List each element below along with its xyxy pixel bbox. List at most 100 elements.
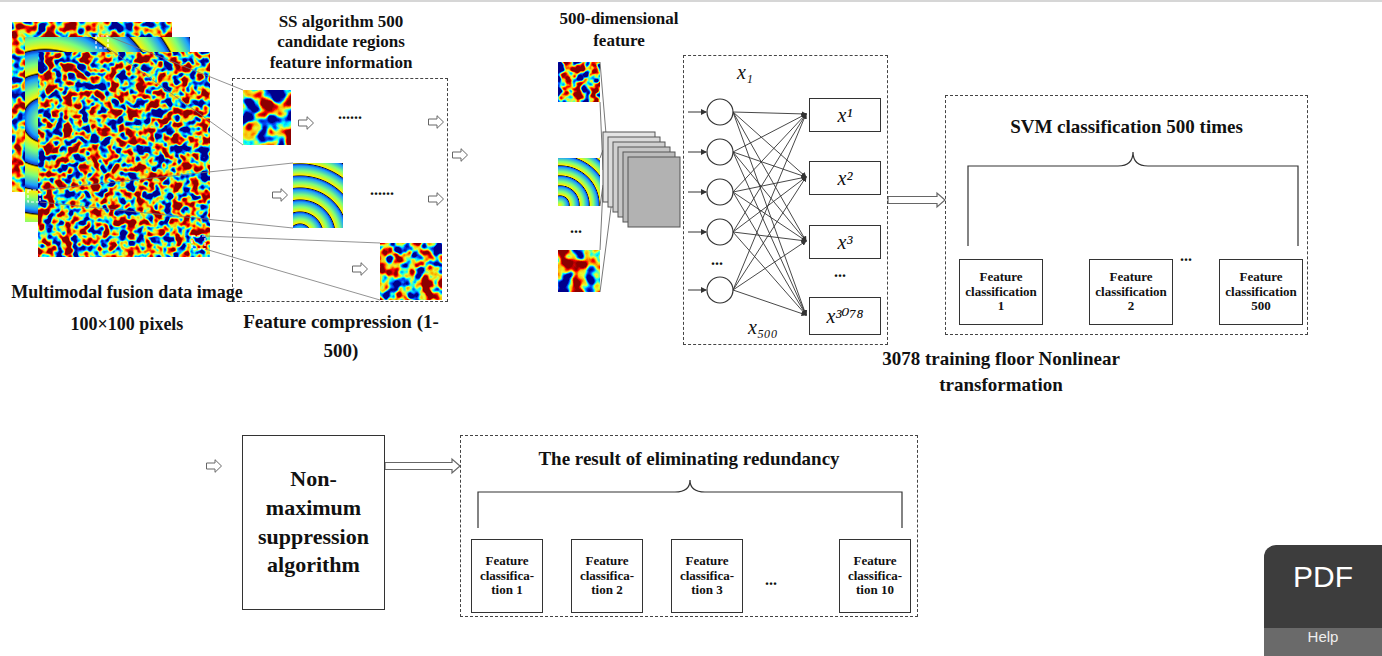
region-mark [28,190,40,202]
ellipsis: ... [834,262,846,281]
feature-box: x¹ [809,98,881,132]
network-connections-part [733,177,806,290]
hollow-arrows-part [299,117,314,130]
hollow-arrow [888,193,945,207]
input-arrows [688,112,706,290]
network-connections-part [733,114,806,290]
neuron-circles-part [707,139,733,165]
projection-lines [40,36,380,300]
hollow-arrows-part [207,460,222,473]
node-text: SS algorithm 500 candidate regions featu… [251,12,431,73]
ellipsis: ...... [338,104,362,123]
ellipsis: ...... [370,180,394,199]
network-connections-part [733,177,806,192]
node-text: 500-dimensional feature [544,8,694,52]
hollow-arrows-part [453,149,468,162]
projection-lines-part [40,202,293,228]
candidate-patches [243,90,442,300]
network-connections-part [733,241,806,290]
process-box: Feature classifica- tion 3 [671,539,743,613]
process-box: Feature classification 2 [1089,259,1173,325]
node-subtext: 3078 training floor Nonlinear transforma… [881,346,1121,397]
image-stack [12,22,210,257]
network-connections-part [733,114,806,232]
bracket [968,152,1298,246]
node-text: x³⁰⁷⁸ [827,305,864,327]
network-connections-part [733,192,806,315]
process-box: Non- maximum suppression algorithm [242,435,385,610]
noise-patch [558,62,600,102]
variable-label: x₁ [737,60,753,84]
network-connections-part [733,112,806,177]
cnn-stack-part [628,157,680,227]
node-text: Feature classifica- tion 1 [475,554,539,599]
node-text: Feature classification 2 [1093,270,1169,315]
noise-patch [558,250,600,292]
compressed-patches [558,62,600,292]
hollow-arrows-part [353,263,368,276]
node-text: Non- maximum suppression algorithm [249,465,378,579]
variable-label: x₅₀₀ [748,316,778,338]
input-arrows-part [688,232,706,233]
hollow-arrows-part [273,189,288,202]
node-text: The result of eliminating redundancy [461,448,917,471]
input-arrows-part [688,290,706,291]
noise-image [38,52,210,257]
network-box: 500-dimensional feature3078 training flo… [683,55,888,345]
noise-patch [380,243,442,300]
process-box: Feature classifica- tion 2 [571,539,643,613]
network-connections-part [733,112,806,114]
node-subtext: Feature compression (1-500) [231,307,451,366]
pdf-button: PDF Help [1264,545,1382,656]
neuron-circles-part [707,219,733,245]
network-connections-part [733,114,806,192]
process-box: Feature classification 500 [1219,259,1303,325]
network-connections-part [733,152,806,315]
network-connections-part [733,290,806,315]
node-text: PDF [1264,559,1382,595]
ellipsis: ... [1180,246,1192,265]
node-text: SVM classification 500 times [946,116,1307,139]
node-text: Feature classifica- tion 10 [843,554,907,599]
node-text: x¹ [838,104,853,126]
image-caption: Multimodal fusion data image 100×100 pix… [2,276,252,341]
process-box: Feature classification 1 [959,259,1043,325]
network-connections-part [733,177,806,232]
region-mark [192,236,205,249]
input-arrows-part [688,192,706,193]
node-text: Feature classifica- tion 3 [675,554,739,599]
process-box: Feature classifica- tion 10 [839,539,911,613]
page-rule [0,0,1382,2]
node-text: x³ [838,231,853,253]
cnn-stack [603,132,680,227]
hollow-arrows-part [429,116,444,129]
neuron-circles-part [707,179,733,205]
node-text: Feature classification 500 [1223,270,1299,315]
node-text: Feature classification 1 [963,270,1039,315]
network-connections-part [733,114,806,152]
contour-patch [558,158,600,206]
feature-box: x³⁰⁷⁸ [809,297,881,335]
contour-patch [293,163,343,228]
projection-lines-part [108,48,243,145]
bracket [478,480,902,528]
neuron-circles-part [707,277,733,303]
input-arrows-part [688,112,706,113]
feature-box: x² [809,161,881,195]
node-subtext: Help [1264,628,1382,656]
dashed-group-box: The result of eliminating redundancyFeat… [460,435,918,617]
ellipsis: ... [570,218,582,237]
patch-to-cnn-lines-part [600,200,612,292]
process-box: Feature classifica- tion 1 [471,539,543,613]
hollow-arrows-part [429,193,444,206]
ellipsis: ... [711,250,723,269]
node-text: Feature classifica- tion 2 [575,554,639,599]
neuron-circles-part [707,99,733,125]
network-connections-part [733,112,806,315]
dashed-group-box: SVM classification 500 timesFeature clas… [945,95,1308,335]
feature-box: x³ [809,225,881,259]
noise-patch [243,90,291,145]
hollow-arrow [385,459,460,473]
node-text: x² [838,167,853,189]
